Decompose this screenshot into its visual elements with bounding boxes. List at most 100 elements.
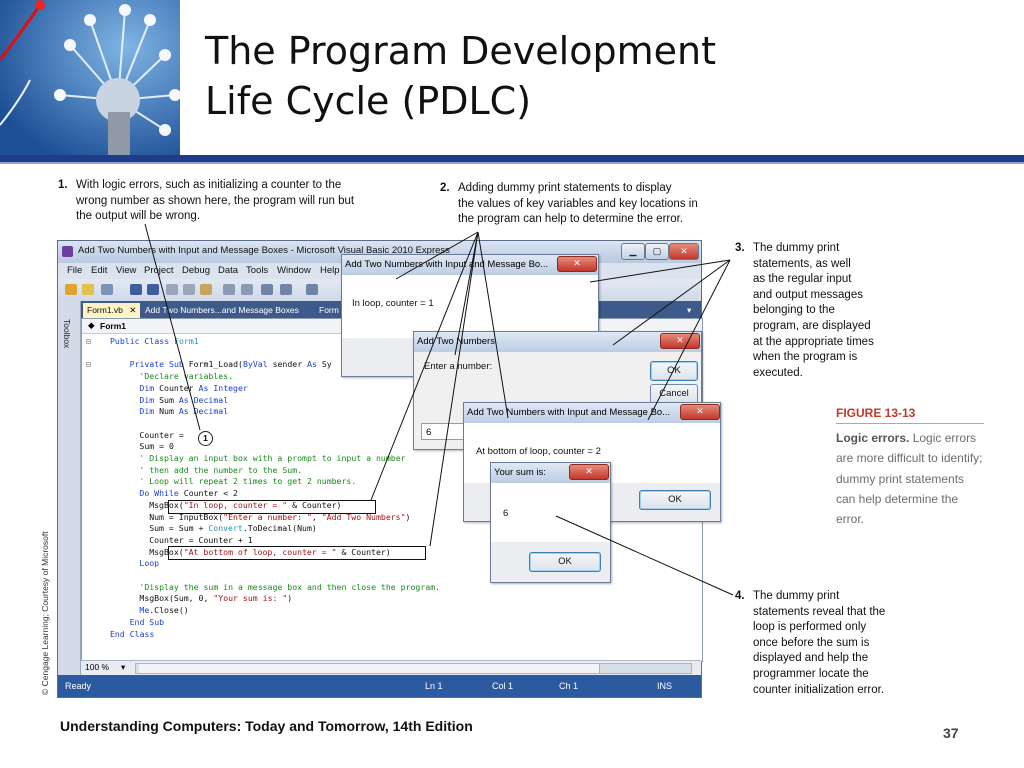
code-token: Public Class [110, 336, 175, 346]
callout-line: The dummy print [753, 242, 840, 254]
tab-dropdown-icon[interactable]: ▾ [687, 305, 692, 315]
code-token: Private Sub [129, 359, 189, 370]
status-insert-mode: INS [657, 681, 673, 691]
callout-line: the values of key variables and key loca… [458, 197, 698, 210]
callout-line: displayed and help the [753, 652, 869, 665]
menu-view[interactable]: View [116, 265, 137, 276]
code-line: Counter = [139, 430, 188, 442]
code-token: Num = InputBox( [149, 511, 224, 522]
cut-icon[interactable] [166, 284, 178, 295]
new-project-icon[interactable] [65, 284, 77, 295]
code-token: ) [405, 511, 411, 522]
dandelion-logo [0, 0, 181, 157]
code-token: 'Declare variables. [139, 371, 234, 382]
code-line: End Class [110, 629, 154, 641]
code-line: 'Declare variables. [139, 371, 233, 383]
tab-form1-vb[interactable]: Form1.vb ✕ [83, 303, 141, 318]
dialog-title: Add Two Numbers [417, 336, 495, 347]
open-folder-icon[interactable] [82, 284, 94, 295]
vs-app-icon [62, 246, 73, 257]
callout-3: 3. The dummy print statements, as well a… [735, 241, 895, 386]
credit-text: © Cengage Learning; Courtesy of Microsof… [40, 531, 50, 695]
code-token: "In loop, counter = " [183, 499, 288, 510]
code-token: End Class [110, 628, 155, 639]
maximize-button[interactable]: ▢ [645, 243, 669, 260]
dialog-close-button[interactable]: ✕ [660, 333, 700, 349]
callout-line: programmer locate the [753, 667, 869, 680]
toolbox-label: Toolbox [62, 319, 72, 349]
ok-button[interactable]: OK [650, 361, 698, 381]
dialog-titlebar[interactable]: Add Two Numbers with Input and Message B… [342, 255, 598, 275]
callout-line: the output will be wrong. [76, 210, 201, 223]
minimize-button[interactable]: ▁ [621, 243, 645, 260]
collapse-toggle-icon[interactable]: ⊟ [86, 336, 91, 346]
dialog-close-button[interactable]: ✕ [569, 464, 609, 480]
title-line-2: Life Cycle (PDLC) [205, 79, 532, 123]
close-button[interactable]: ✕ [669, 243, 699, 260]
code-token: 'Display the sum in a message box and th… [139, 581, 441, 592]
code-line: Private Sub Form1_Load(ByVal sender As S… [130, 359, 332, 371]
copy-icon[interactable] [183, 284, 195, 295]
code-token: Loop [139, 558, 160, 569]
menu-edit[interactable]: Edit [91, 265, 108, 276]
dialog-titlebar[interactable]: Add Two Numbers ✕ [414, 332, 701, 352]
ok-button[interactable]: OK [529, 552, 601, 572]
dialog-title: Add Two Numbers with Input and Message B… [345, 259, 549, 270]
code-token: .Close() [149, 605, 189, 616]
title-line-1: The Program Development [205, 29, 716, 73]
callout-number: 2. [440, 182, 450, 194]
code-token: Dim [139, 382, 160, 393]
msgbox-highlight-1 [168, 500, 376, 514]
code-token: & Counter) [336, 546, 391, 557]
dialog-titlebar[interactable]: Your sum is: ✕ [491, 463, 610, 483]
horizontal-scrollbar[interactable] [135, 663, 692, 674]
menu-debug[interactable]: Debug [182, 265, 210, 276]
image-credit: © Cengage Learning; Courtesy of Microsof… [40, 531, 56, 700]
code-line: Loop [139, 558, 159, 570]
code-line: MsgBox(Sum, 0, "Your sum is: ") [139, 593, 292, 605]
code-token: ' Loop will repeat 2 times to get 2 numb… [139, 476, 357, 487]
msgbox-highlight-2 [168, 546, 426, 560]
menu-data[interactable]: Data [218, 265, 239, 276]
tab-designer[interactable]: Add Two Numbers...and Message Boxes [145, 305, 299, 315]
undo-icon[interactable] [280, 284, 292, 295]
class-icon: ◆ [88, 320, 95, 330]
save-icon[interactable] [130, 284, 142, 295]
zoom-dropdown-icon[interactable]: ▾ [121, 662, 126, 672]
ok-button[interactable]: OK [639, 490, 711, 510]
dialog-close-button[interactable]: ✕ [680, 404, 720, 420]
tab-label: Form1.vb [87, 305, 123, 315]
figure-caption: Logic errors. Logic errors are more diff… [836, 428, 986, 529]
indent-icon[interactable] [261, 284, 273, 295]
code-token: "Your sum is: " [213, 593, 288, 604]
tab-form[interactable]: Form [319, 305, 339, 315]
dialog-titlebar[interactable]: Add Two Numbers with Input and Message B… [464, 403, 720, 423]
menu-tools[interactable]: Tools [246, 265, 269, 276]
callout-number: 3. [735, 242, 745, 254]
add-item-icon[interactable] [101, 284, 113, 295]
scrollbar-thumb[interactable] [139, 664, 600, 673]
uncomment-icon[interactable] [241, 284, 253, 295]
figure-rule [836, 423, 984, 424]
toolbox-panel[interactable]: Toolbox [58, 301, 81, 675]
callout-4: 4. The dummy print statements reveal tha… [735, 589, 905, 704]
callout-line: when the program is [753, 351, 858, 364]
collapse-toggle-icon[interactable]: ⊟ [86, 359, 91, 370]
menu-window[interactable]: Window [277, 265, 311, 276]
cancel-button[interactable]: Cancel [650, 384, 698, 404]
save-all-icon[interactable] [147, 284, 159, 295]
close-tab-icon[interactable]: ✕ [129, 305, 137, 315]
menu-help[interactable]: Help [320, 265, 340, 276]
menu-file[interactable]: File [67, 265, 83, 276]
zoom-level[interactable]: 100 % [85, 662, 110, 672]
header-divider [0, 155, 1024, 162]
comment-icon[interactable] [223, 284, 235, 295]
callout-line: program, are displayed [753, 319, 871, 332]
paste-icon[interactable] [200, 284, 212, 295]
dialog-close-button[interactable]: ✕ [557, 256, 597, 272]
code-token: ByVal [242, 359, 273, 370]
header-divider-light [0, 162, 1024, 164]
redo-icon[interactable] [306, 284, 318, 295]
menu-project[interactable]: Project [144, 265, 174, 276]
code-token: , [311, 511, 322, 522]
